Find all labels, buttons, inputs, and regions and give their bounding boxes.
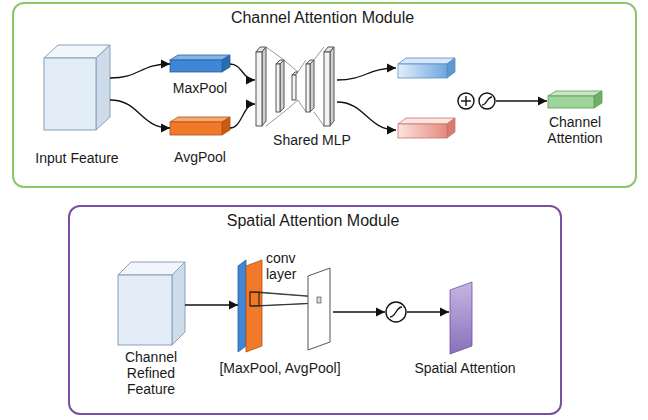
mlp-output-bar-part <box>398 58 455 64</box>
pooled-maps: [MaxPool, AvgPool] <box>238 260 262 352</box>
sigmoid-symbol-part <box>386 302 406 322</box>
pool-bar: AvgPool <box>170 117 230 135</box>
pool-bar: MaxPool <box>170 55 230 72</box>
module-panel: Channel Attention ModuleInput Feature Max… <box>12 2 637 188</box>
mlp-shape-part <box>256 52 262 126</box>
attention-map: Spatial Attention <box>450 282 472 354</box>
sum-symbol-part <box>465 96 466 106</box>
feature-cube <box>118 262 185 345</box>
mlp-output-arrows <box>337 68 396 130</box>
mlp-output-bar-part <box>398 64 447 78</box>
node-label: Channel Refined Feature <box>116 349 186 397</box>
sigmoid-symbol <box>386 302 406 322</box>
node-label: MaxPool <box>160 80 240 96</box>
mlp-shape-part <box>306 64 310 112</box>
channel-attention-bar-part <box>548 91 602 96</box>
module-title: Spatial Attention Module <box>68 211 558 230</box>
mlp-shape-part <box>284 100 298 112</box>
mlp-output-bar-part <box>398 118 455 124</box>
flow-arrow <box>110 100 170 128</box>
mlp-shape-part <box>284 60 298 72</box>
maxpool-bar <box>170 55 230 72</box>
mlp-output-bar <box>398 118 455 138</box>
output-arrow <box>496 100 547 101</box>
mlp-output-arrows-part <box>337 68 396 80</box>
feature-cube-part <box>172 262 185 345</box>
mlp-shape-part <box>298 100 306 112</box>
node-label: Input Feature <box>20 150 134 166</box>
feature-cube-part <box>118 275 172 345</box>
spatial-attention-map-part <box>450 282 472 354</box>
sigmoid-symbol-part <box>390 307 402 317</box>
mlp-shape-part <box>276 64 280 112</box>
mlp-block: Shared MLP <box>255 45 335 128</box>
maxpool-bar-part <box>170 60 222 72</box>
node-label: AvgPool <box>160 149 240 165</box>
conv-output-map-part <box>308 268 330 350</box>
module-panel: Spatial Attention ModuleChannel Refined … <box>68 205 562 415</box>
mlp-shape-part <box>262 47 266 126</box>
conv-output-map <box>308 268 330 350</box>
channel-attention-bar <box>548 91 602 108</box>
sigmoid-symbol-part <box>479 93 495 109</box>
sum-symbol-part <box>458 93 474 109</box>
mlp-shape-part <box>314 47 324 60</box>
output-arrow <box>407 311 449 312</box>
node-label: Shared MLP <box>262 132 362 148</box>
feature-cube: Channel Refined Feature <box>118 262 185 345</box>
pooled-maps-part <box>238 260 246 352</box>
feature-cube-part <box>96 45 110 130</box>
mlp-shape-part <box>298 60 306 72</box>
feature-cube-part <box>44 58 96 130</box>
avgpool-bar-part <box>170 117 230 122</box>
sum-symbol <box>458 93 474 109</box>
conv-output-map-part <box>317 297 321 303</box>
channel-attention-bar-part <box>594 91 602 108</box>
mlp-shape <box>256 47 334 126</box>
avgpool-bar <box>170 117 230 135</box>
mlp-shape-part <box>280 60 284 112</box>
feature-cube: Input Feature <box>44 45 110 130</box>
avgpool-bar-part <box>222 117 230 135</box>
mlp-shape-part <box>324 52 330 126</box>
feature-cube <box>44 45 110 130</box>
node-label: [MaxPool, AvgPool] <box>190 360 370 376</box>
avgpool-bar-part <box>170 122 222 135</box>
module-title: Channel Attention Module <box>12 8 633 27</box>
flow-arrow <box>110 64 170 78</box>
attention-bar: Channel Attention <box>548 91 602 108</box>
mlp-shape-part <box>330 47 334 126</box>
conv-arrow <box>333 311 385 312</box>
mlp-shape-part <box>266 47 284 60</box>
node-label: Channel Attention <box>535 114 615 146</box>
mlp-shape-part <box>292 75 296 100</box>
mlp-output-bar-part <box>447 118 455 138</box>
mlp-output-bar-part <box>398 124 447 138</box>
channel-attention-bar-part <box>548 96 594 108</box>
flow-arrow <box>230 64 255 80</box>
node-label: Spatial Attention <box>390 360 540 376</box>
mlp-shape-part <box>310 60 314 112</box>
flow-arrow <box>185 304 238 305</box>
mlp-shape-part <box>266 112 284 126</box>
maxpool-bar-part <box>170 55 230 60</box>
mlp-output-bar <box>398 58 455 78</box>
pooled-maps-part <box>250 292 259 306</box>
maxpool-bar-part <box>222 55 230 72</box>
mlp-shape-part <box>314 112 324 126</box>
sigmoid-symbol-part <box>482 97 492 105</box>
mlp-output-arrows-part <box>337 102 396 130</box>
spatial-attention-map <box>450 282 472 354</box>
flow-arrow <box>230 104 255 128</box>
layer-label: conv layer <box>266 250 306 282</box>
mlp-output-bar-part <box>447 58 455 78</box>
sigmoid-symbol <box>479 93 495 109</box>
